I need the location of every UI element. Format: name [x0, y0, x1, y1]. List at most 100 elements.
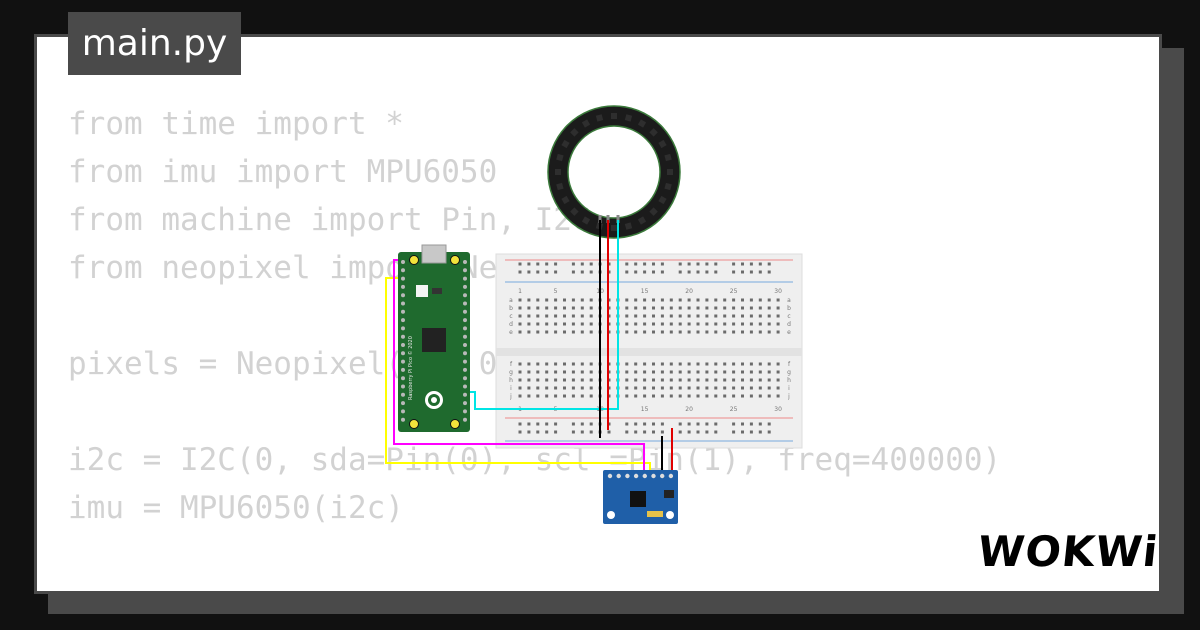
breadboard-hole[interactable]: [723, 362, 727, 366]
breadboard-hole[interactable]: [563, 314, 566, 318]
breadboard-hole[interactable]: [749, 314, 753, 318]
breadboard-hole[interactable]: [776, 306, 780, 310]
mpu6050-module[interactable]: [603, 470, 678, 524]
breadboard-hole[interactable]: [545, 394, 549, 398]
breadboard-hole[interactable]: [758, 370, 762, 374]
breadboard-hole[interactable]: [527, 298, 531, 302]
breadboard-hole[interactable]: [767, 362, 771, 366]
pico-pin[interactable]: [463, 359, 467, 364]
pico-pin[interactable]: [401, 401, 405, 406]
breadboard-hole[interactable]: [687, 386, 691, 390]
breadboard-hole[interactable]: [749, 262, 753, 266]
breadboard-hole[interactable]: [580, 422, 584, 426]
breadboard-hole[interactable]: [643, 262, 647, 266]
breadboard-hole[interactable]: [571, 386, 575, 390]
breadboard-hole[interactable]: [580, 270, 584, 274]
pico-pin[interactable]: [463, 309, 467, 314]
breadboard-hole[interactable]: [660, 362, 664, 366]
imu-pin[interactable]: [642, 473, 647, 479]
breadboard-hole[interactable]: [678, 330, 682, 334]
breadboard-hole[interactable]: [767, 322, 771, 326]
pico-pin[interactable]: [463, 293, 467, 298]
breadboard-hole[interactable]: [571, 306, 575, 310]
breadboard-hole[interactable]: [634, 430, 638, 434]
breadboard-hole[interactable]: [634, 314, 638, 318]
breadboard-hole[interactable]: [767, 370, 771, 374]
breadboard-hole[interactable]: [705, 378, 709, 382]
breadboard-hole[interactable]: [714, 306, 718, 310]
breadboard-hole[interactable]: [741, 322, 744, 326]
breadboard-hole[interactable]: [776, 330, 780, 334]
breadboard-hole[interactable]: [741, 386, 744, 390]
breadboard-hole[interactable]: [652, 298, 655, 302]
breadboard-hole[interactable]: [705, 306, 709, 310]
breadboard-hole[interactable]: [660, 270, 664, 274]
breadboard-hole[interactable]: [758, 394, 762, 398]
breadboard-hole[interactable]: [634, 306, 638, 310]
pico-pin[interactable]: [401, 326, 405, 331]
breadboard-hole[interactable]: [696, 430, 700, 434]
breadboard-hole[interactable]: [705, 298, 709, 302]
breadboard-hole[interactable]: [554, 378, 558, 382]
breadboard-hole[interactable]: [687, 394, 691, 398]
breadboard-hole[interactable]: [563, 394, 566, 398]
breadboard-hole[interactable]: [580, 370, 584, 374]
breadboard-hole[interactable]: [554, 430, 558, 434]
breadboard-hole[interactable]: [518, 330, 522, 334]
breadboard-hole[interactable]: [554, 330, 558, 334]
breadboard-hole[interactable]: [518, 370, 522, 374]
breadboard-hole[interactable]: [625, 394, 629, 398]
breadboard-hole[interactable]: [705, 270, 709, 274]
pico-pin[interactable]: [401, 367, 405, 372]
breadboard-hole[interactable]: [687, 370, 691, 374]
breadboard-hole[interactable]: [687, 378, 691, 382]
breadboard-hole[interactable]: [705, 422, 709, 426]
breadboard-hole[interactable]: [660, 370, 664, 374]
breadboard-hole[interactable]: [536, 270, 540, 274]
pico-pin[interactable]: [463, 276, 467, 281]
breadboard-hole[interactable]: [589, 330, 593, 334]
pico-pin[interactable]: [463, 417, 467, 422]
breadboard-hole[interactable]: [678, 314, 682, 318]
breadboard-hole[interactable]: [643, 362, 647, 366]
breadboard-hole[interactable]: [749, 422, 753, 426]
breadboard-hole[interactable]: [643, 306, 647, 310]
breadboard-hole[interactable]: [580, 386, 584, 390]
breadboard-hole[interactable]: [705, 394, 709, 398]
breadboard-hole[interactable]: [563, 362, 566, 366]
breadboard-hole[interactable]: [723, 306, 727, 310]
breadboard-hole[interactable]: [687, 298, 691, 302]
breadboard-hole[interactable]: [714, 394, 718, 398]
breadboard-hole[interactable]: [705, 386, 709, 390]
breadboard-hole[interactable]: [571, 298, 575, 302]
breadboard-hole[interactable]: [758, 262, 762, 266]
pico-pin[interactable]: [463, 334, 467, 339]
breadboard-hole[interactable]: [652, 330, 655, 334]
breadboard-hole[interactable]: [714, 298, 718, 302]
breadboard-hole[interactable]: [563, 386, 566, 390]
breadboard-hole[interactable]: [696, 298, 700, 302]
breadboard-hole[interactable]: [705, 330, 709, 334]
breadboard-hole[interactable]: [625, 262, 629, 266]
breadboard-hole[interactable]: [732, 330, 736, 334]
breadboard-hole[interactable]: [714, 262, 718, 266]
pico-pin[interactable]: [463, 392, 467, 397]
breadboard-hole[interactable]: [580, 330, 584, 334]
breadboard-hole[interactable]: [625, 298, 629, 302]
breadboard-hole[interactable]: [732, 386, 736, 390]
breadboard-hole[interactable]: [705, 322, 709, 326]
breadboard-hole[interactable]: [518, 314, 522, 318]
breadboard-hole[interactable]: [767, 378, 771, 382]
breadboard-hole[interactable]: [527, 362, 531, 366]
breadboard-hole[interactable]: [678, 270, 682, 274]
breadboard-hole[interactable]: [634, 386, 638, 390]
breadboard-hole[interactable]: [732, 262, 736, 266]
breadboard-hole[interactable]: [518, 422, 522, 426]
breadboard-hole[interactable]: [652, 270, 655, 274]
imu-pin[interactable]: [651, 473, 656, 479]
breadboard-hole[interactable]: [732, 370, 736, 374]
breadboard-hole[interactable]: [732, 430, 736, 434]
breadboard-hole[interactable]: [758, 330, 762, 334]
breadboard-hole[interactable]: [723, 370, 727, 374]
